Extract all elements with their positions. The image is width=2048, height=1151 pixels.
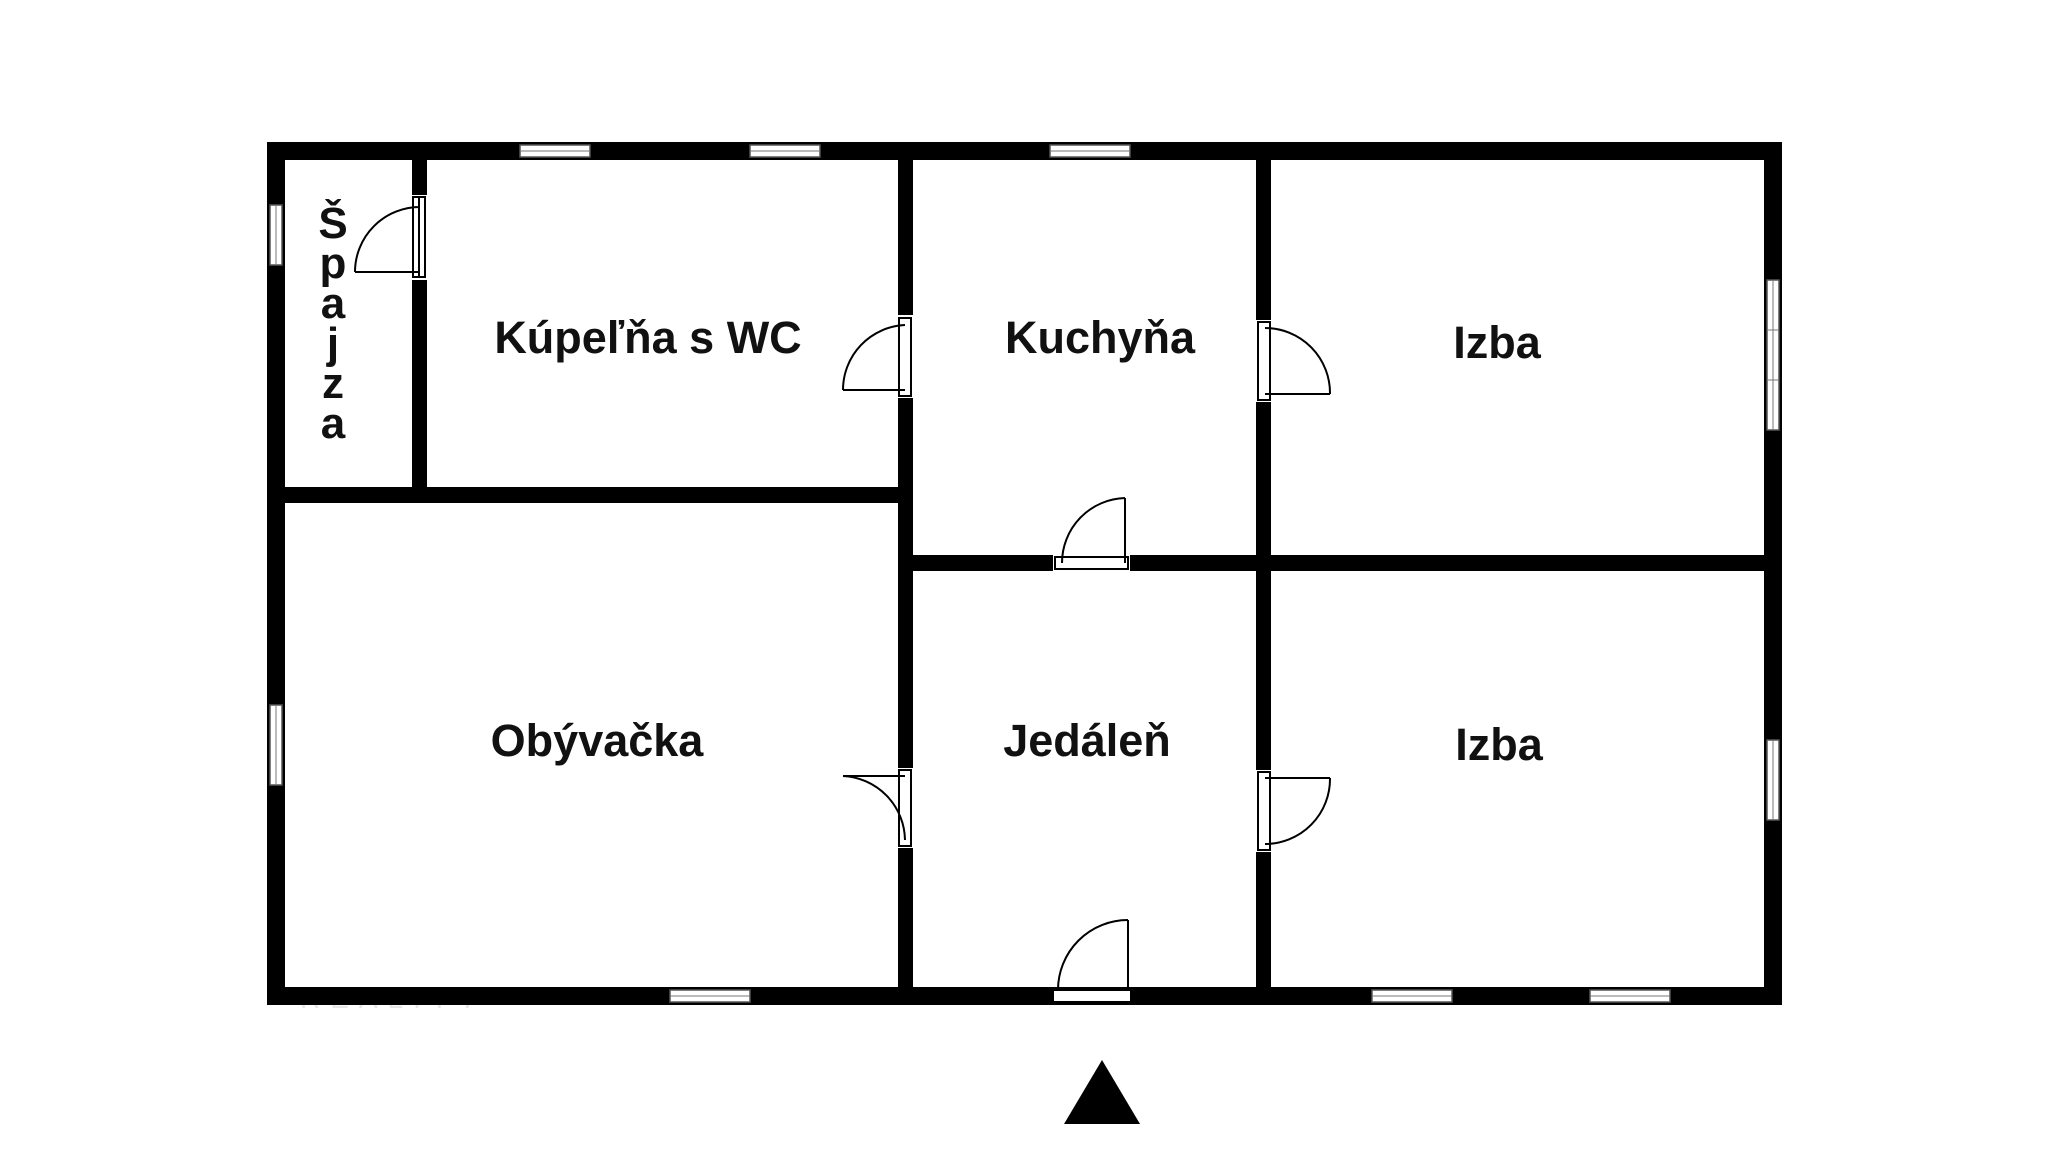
interior-walls: [267, 155, 1770, 998]
room-label-izba-top: Izba: [1453, 317, 1541, 368]
room-label-kuchyna: Kuchyňa: [1005, 312, 1196, 363]
room-label-izba-bottom: Izba: [1455, 719, 1543, 770]
windows: [269, 144, 1780, 1003]
room-label-jedalen: Jedáleň: [1003, 715, 1171, 766]
doors: [354, 196, 1332, 1003]
entrance-arrow-icon: [1064, 1060, 1140, 1124]
room-labels: Kúpeľňa s WC Kuchyňa Izba Obývačka Jedál…: [318, 197, 1543, 770]
room-label-kupelna: Kúpeľňa s WC: [494, 312, 801, 363]
room-label-obyvacka: Obývačka: [491, 715, 705, 766]
exterior-walls: [267, 142, 1782, 1005]
